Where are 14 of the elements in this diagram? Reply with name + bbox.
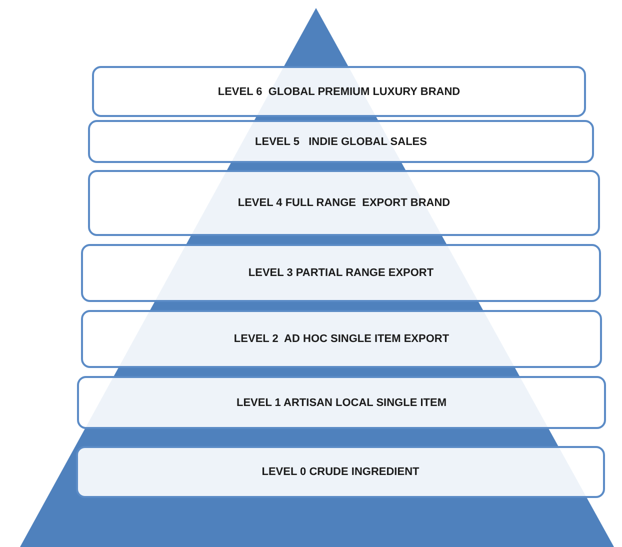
level-box (88, 120, 594, 163)
level-box (92, 66, 586, 117)
level-label: LEVEL 5 INDIE GLOBAL SALES (255, 136, 427, 148)
level-box (77, 376, 606, 429)
level-label: LEVEL 6 GLOBAL PREMIUM LUXURY BRAND (218, 86, 460, 98)
level-label: LEVEL 2 AD HOC SINGLE ITEM EXPORT (234, 333, 450, 345)
level-box (81, 310, 602, 368)
level-label: LEVEL 4 FULL RANGE EXPORT BRAND (238, 197, 450, 209)
level-box (81, 244, 601, 302)
level-label: LEVEL 3 PARTIAL RANGE EXPORT (248, 267, 434, 279)
level-box (76, 446, 605, 498)
level-label: LEVEL 0 CRUDE INGREDIENT (262, 466, 420, 478)
level-box (88, 170, 600, 236)
level-label: LEVEL 1 ARTISAN LOCAL SINGLE ITEM (236, 396, 447, 408)
